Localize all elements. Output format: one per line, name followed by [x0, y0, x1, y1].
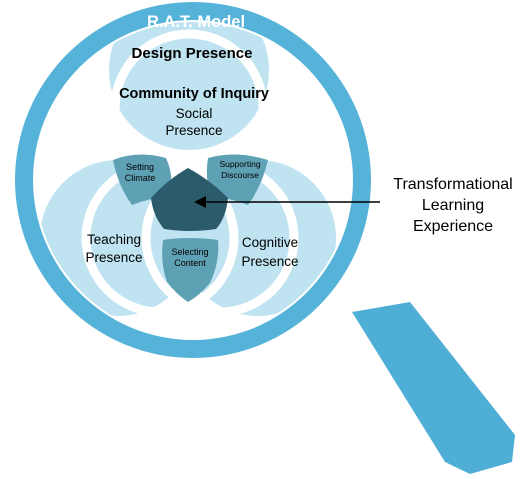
teaching-presence-label-line1: Teaching	[87, 232, 141, 247]
community-of-inquiry-title: Community of Inquiry	[119, 86, 269, 102]
social-presence-label-line1: Social	[176, 106, 213, 121]
setting-climate-label-line2: Climate	[125, 173, 156, 183]
center-region	[151, 168, 228, 231]
model-title: R.A.T. Model	[147, 13, 245, 31]
cognitive-presence-label-line1: Cognitive	[242, 235, 298, 250]
supporting-discourse-label-line2: Discourse	[221, 170, 259, 180]
social-presence-circle	[109, 22, 269, 150]
callout-line1: Transformational	[393, 176, 512, 193]
arrow-head-icon	[194, 196, 206, 208]
callout-line3: Experience	[413, 218, 493, 235]
teaching-presence-label-line2: Presence	[85, 250, 142, 265]
setting-climate-label-line1: Setting	[126, 162, 154, 172]
selecting-content-label-line1: Selecting	[171, 247, 208, 257]
supporting-discourse-label-line1: Supporting	[219, 159, 260, 169]
magnifier-handle	[352, 302, 515, 474]
cognitive-presence-label-line2: Presence	[241, 254, 298, 269]
design-presence-title: Design Presence	[132, 45, 253, 62]
social-presence-label-line2: Presence	[165, 123, 222, 138]
supporting-discourse-overlap	[206, 154, 268, 205]
selecting-content-overlap	[162, 238, 219, 302]
selecting-content-label-line2: Content	[174, 258, 206, 268]
callout-line2: Learning	[422, 197, 484, 214]
